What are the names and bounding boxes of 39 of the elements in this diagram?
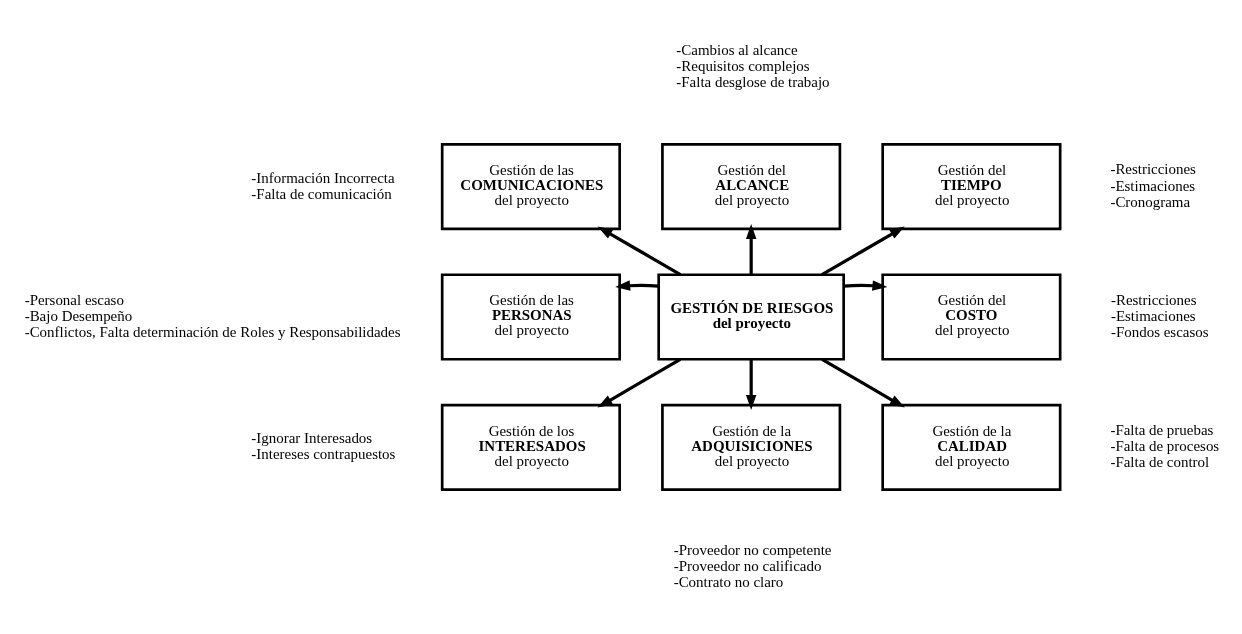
node-box: Gestión de la ADQUISICIONES del proyecto [661,403,842,491]
arrow [745,224,757,275]
node-box: GESTIÓN DE RIESGOS del proyecto [657,273,845,361]
node-label: -Información Incorrecta [251,169,395,186]
node-label: -Estimaciones [1110,307,1196,324]
node-label: -Personal escaso [24,291,124,308]
node-label: -Conflictos, Falta determinación de Roles y Responsabilidades [24,323,401,340]
node-label: -Contrato no claro [673,574,784,591]
node-box: Gestión del ALCANCE del proyecto [661,143,842,231]
node-label: -Ignorar Interesados [251,430,373,447]
arrow [821,358,905,408]
node-label: -Falta de pruebas [1110,422,1214,439]
node-label: -Proveedor no calificado [673,558,822,575]
node-box: Gestión de las COMUNICACIONES del proyecto [440,143,621,231]
node-label: -Restricciones [1110,291,1197,308]
node-label: -Falta de control [1110,454,1210,471]
node-box: Gestión del TIEMPO del proyecto [881,143,1062,231]
node-label: -Falta de procesos [1110,438,1220,455]
node-label: -Cronograma [1110,193,1191,210]
arrow [597,226,682,277]
node-box: Gestión de la CALIDAD del proyecto [881,403,1062,491]
node-label: -Fondos escasos [1110,323,1209,340]
arrow [745,359,757,410]
node-label: -Falta desglose de trabajo [676,73,830,90]
arrow [597,358,682,408]
arrow [821,226,905,277]
node-label: -Proveedor no competente [673,542,832,559]
arrow [615,280,659,291]
node-box: Gestión de los INTERESADOS del proyecto [440,403,621,491]
node-box: Gestión del COSTO del proyecto [881,273,1062,361]
node-box: Gestión de las PERSONAS del proyecto [440,273,621,361]
node-label: -Falta de comunicación [251,185,392,202]
node-label: -Restricciones [1110,161,1196,178]
node-label: -Intereses contrapuestos [251,446,396,463]
node-label: -Estimaciones [1110,177,1196,194]
node-label: -Cambios al alcance [676,41,798,58]
node-label: -Bajo Desempeño [24,307,133,324]
node-label: -Requisitos complejos [676,57,810,74]
arrow [843,280,888,291]
